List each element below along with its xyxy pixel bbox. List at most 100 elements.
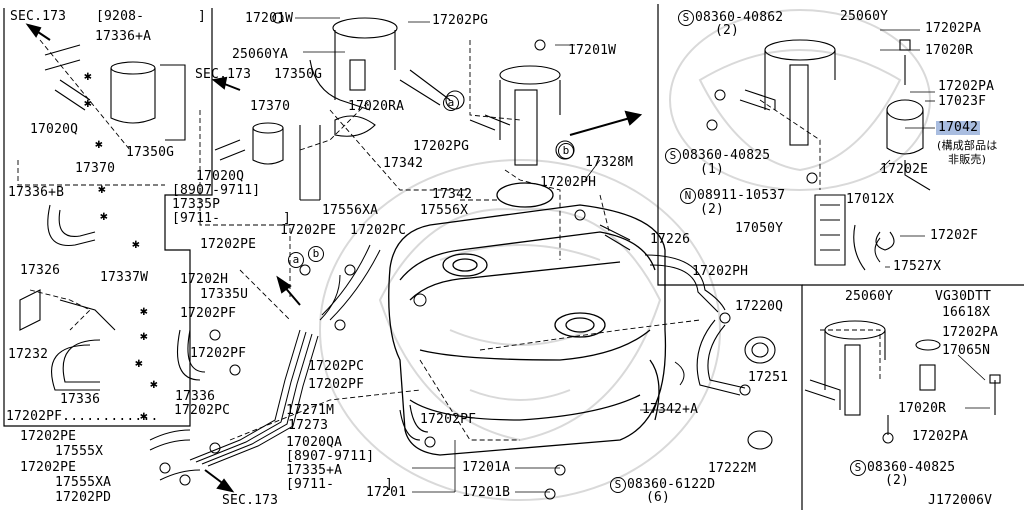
label-17335U: 17335U: [200, 287, 249, 302]
note-components-not-sold-1: (構成部品は: [937, 139, 998, 152]
label-qty-2: (2): [715, 23, 740, 38]
label-17201W: 17201W: [245, 11, 294, 26]
asterisk-mark: ✱: [98, 182, 107, 197]
symbol-s: S: [850, 460, 866, 476]
label-date-9711: [9711-: [172, 211, 221, 226]
label-17202E: 17202E: [880, 162, 929, 177]
label-17020Q: 17020Q: [30, 122, 79, 137]
label-17202PG: 17202PG: [432, 13, 489, 28]
asterisk-mark: ✱: [150, 377, 159, 392]
label-17023F: 17023F: [938, 94, 987, 109]
label-sec173-mid: SEC.173: [195, 67, 252, 82]
symbol-n: N: [680, 188, 696, 204]
label-17202PE: 17202PE: [200, 237, 257, 252]
label-sec173-topleft: SEC.173: [10, 9, 67, 24]
clamps: [159, 12, 894, 500]
label-17201: 17201: [366, 485, 407, 500]
asterisk-mark: ✱: [84, 96, 93, 111]
label-17337W: 17337W: [100, 270, 149, 285]
label-17202PA-d: 17202PA: [912, 429, 969, 444]
label-17556X: 17556X: [420, 203, 469, 218]
label-17336: 17336: [60, 392, 101, 407]
watermark-emblem: [319, 9, 931, 501]
label-17202PF-d: 17202PF: [420, 412, 477, 427]
vg30dtt-assembly: [804, 320, 1001, 435]
label-17065N: 17065N: [942, 343, 991, 358]
label-17335A: 17335+A: [286, 463, 343, 478]
label-17370: 17370: [75, 161, 116, 176]
panel-right-border: [657, 4, 803, 510]
asterisk-mark: ✱: [140, 329, 149, 344]
asterisk-mark: ✱: [100, 209, 109, 224]
label-17251: 17251: [748, 370, 789, 385]
label-17326: 17326: [20, 263, 61, 278]
filter-assembly-mid: [214, 122, 284, 165]
label-17042-highlighted[interactable]: 17042: [936, 120, 981, 135]
label-17350G-mid: 17350G: [274, 67, 323, 82]
label-17012X: 17012X: [846, 192, 895, 207]
label-17202PF-dots: 17202PF............: [6, 409, 159, 424]
label-17226: 17226: [650, 232, 691, 247]
label-17222M: 17222M: [708, 461, 757, 476]
label-25060Y: 25060Y: [840, 9, 889, 24]
note-components-not-sold-2: 非販売): [948, 153, 987, 166]
leader-lines: [295, 17, 990, 493]
filler-hoses: [399, 224, 776, 450]
label-17020RA: 17020RA: [348, 99, 405, 114]
label-17350G: 17350G: [126, 145, 175, 160]
label-17342: 17342: [383, 156, 424, 171]
pump-assembly-right: [739, 39, 931, 271]
label-17201W-b: 17201W: [568, 43, 617, 58]
asterisk-mark: ✱: [135, 356, 144, 371]
fuel-tank: [388, 182, 667, 456]
symbol-s: S: [665, 148, 681, 164]
asterisk-mark: ✱: [140, 304, 149, 319]
label-17342A: 17342+A: [642, 402, 699, 417]
label-17202PC-b: 17202PC: [308, 359, 365, 374]
label-17202PH: 17202PH: [540, 175, 597, 190]
label-17202PH-b: 17202PH: [692, 264, 749, 279]
label-date-9711-b: [9711-: [286, 477, 335, 492]
hoses-left: [19, 204, 206, 391]
label-17202PA-b: 17202PA: [938, 79, 995, 94]
label-17556XA: 17556XA: [322, 203, 379, 218]
label-vg30dtt: VG30DTT: [935, 289, 992, 304]
symbol-b-2: b: [308, 246, 325, 262]
panel-borders: [3, 4, 1024, 510]
label-17202PE-d: 17202PE: [20, 460, 77, 475]
label-25060Y-b: 25060Y: [845, 289, 894, 304]
label-16618X: 16618X: [942, 305, 991, 320]
label-17555XA: 17555XA: [55, 475, 112, 490]
label-date-9208: [9208-: [96, 9, 145, 24]
asterisk-mark: ✱: [95, 137, 104, 152]
label-17202PE-b: 17202PE: [280, 223, 337, 238]
label-17020Q-mid: 17020Q: [196, 169, 245, 184]
dashed-leaders: [17, 39, 881, 441]
label-17336A: 17336+A: [95, 29, 152, 44]
symbol-s: S: [678, 10, 694, 26]
panel-left-border: [3, 8, 213, 427]
label-17020R: 17020R: [925, 43, 974, 58]
pump-assembly-mid: [445, 65, 575, 166]
label-bracket: ]: [283, 211, 292, 226]
label-25060YA: 25060YA: [232, 47, 289, 62]
label-17336B: 17336+B: [8, 185, 65, 200]
label-17220Q: 17220Q: [735, 299, 784, 314]
label-17328M: 17328M: [585, 155, 634, 170]
label-bracket-b: ]: [385, 477, 394, 492]
symbol-s: S: [610, 477, 626, 493]
label-17202PC: 17202PC: [350, 223, 407, 238]
label-17273: 17273: [288, 418, 329, 433]
diagram-id: J172006V: [928, 493, 993, 508]
label-17202PG-b: 17202PG: [413, 139, 470, 154]
label-17202PF: 17202PF: [180, 306, 237, 321]
label-bracket-close: ]: [198, 9, 207, 24]
label-17050Y: 17050Y: [735, 221, 784, 236]
asterisk-mark: ✱: [140, 409, 149, 424]
label-17202PF-b: 17202PF: [190, 346, 247, 361]
